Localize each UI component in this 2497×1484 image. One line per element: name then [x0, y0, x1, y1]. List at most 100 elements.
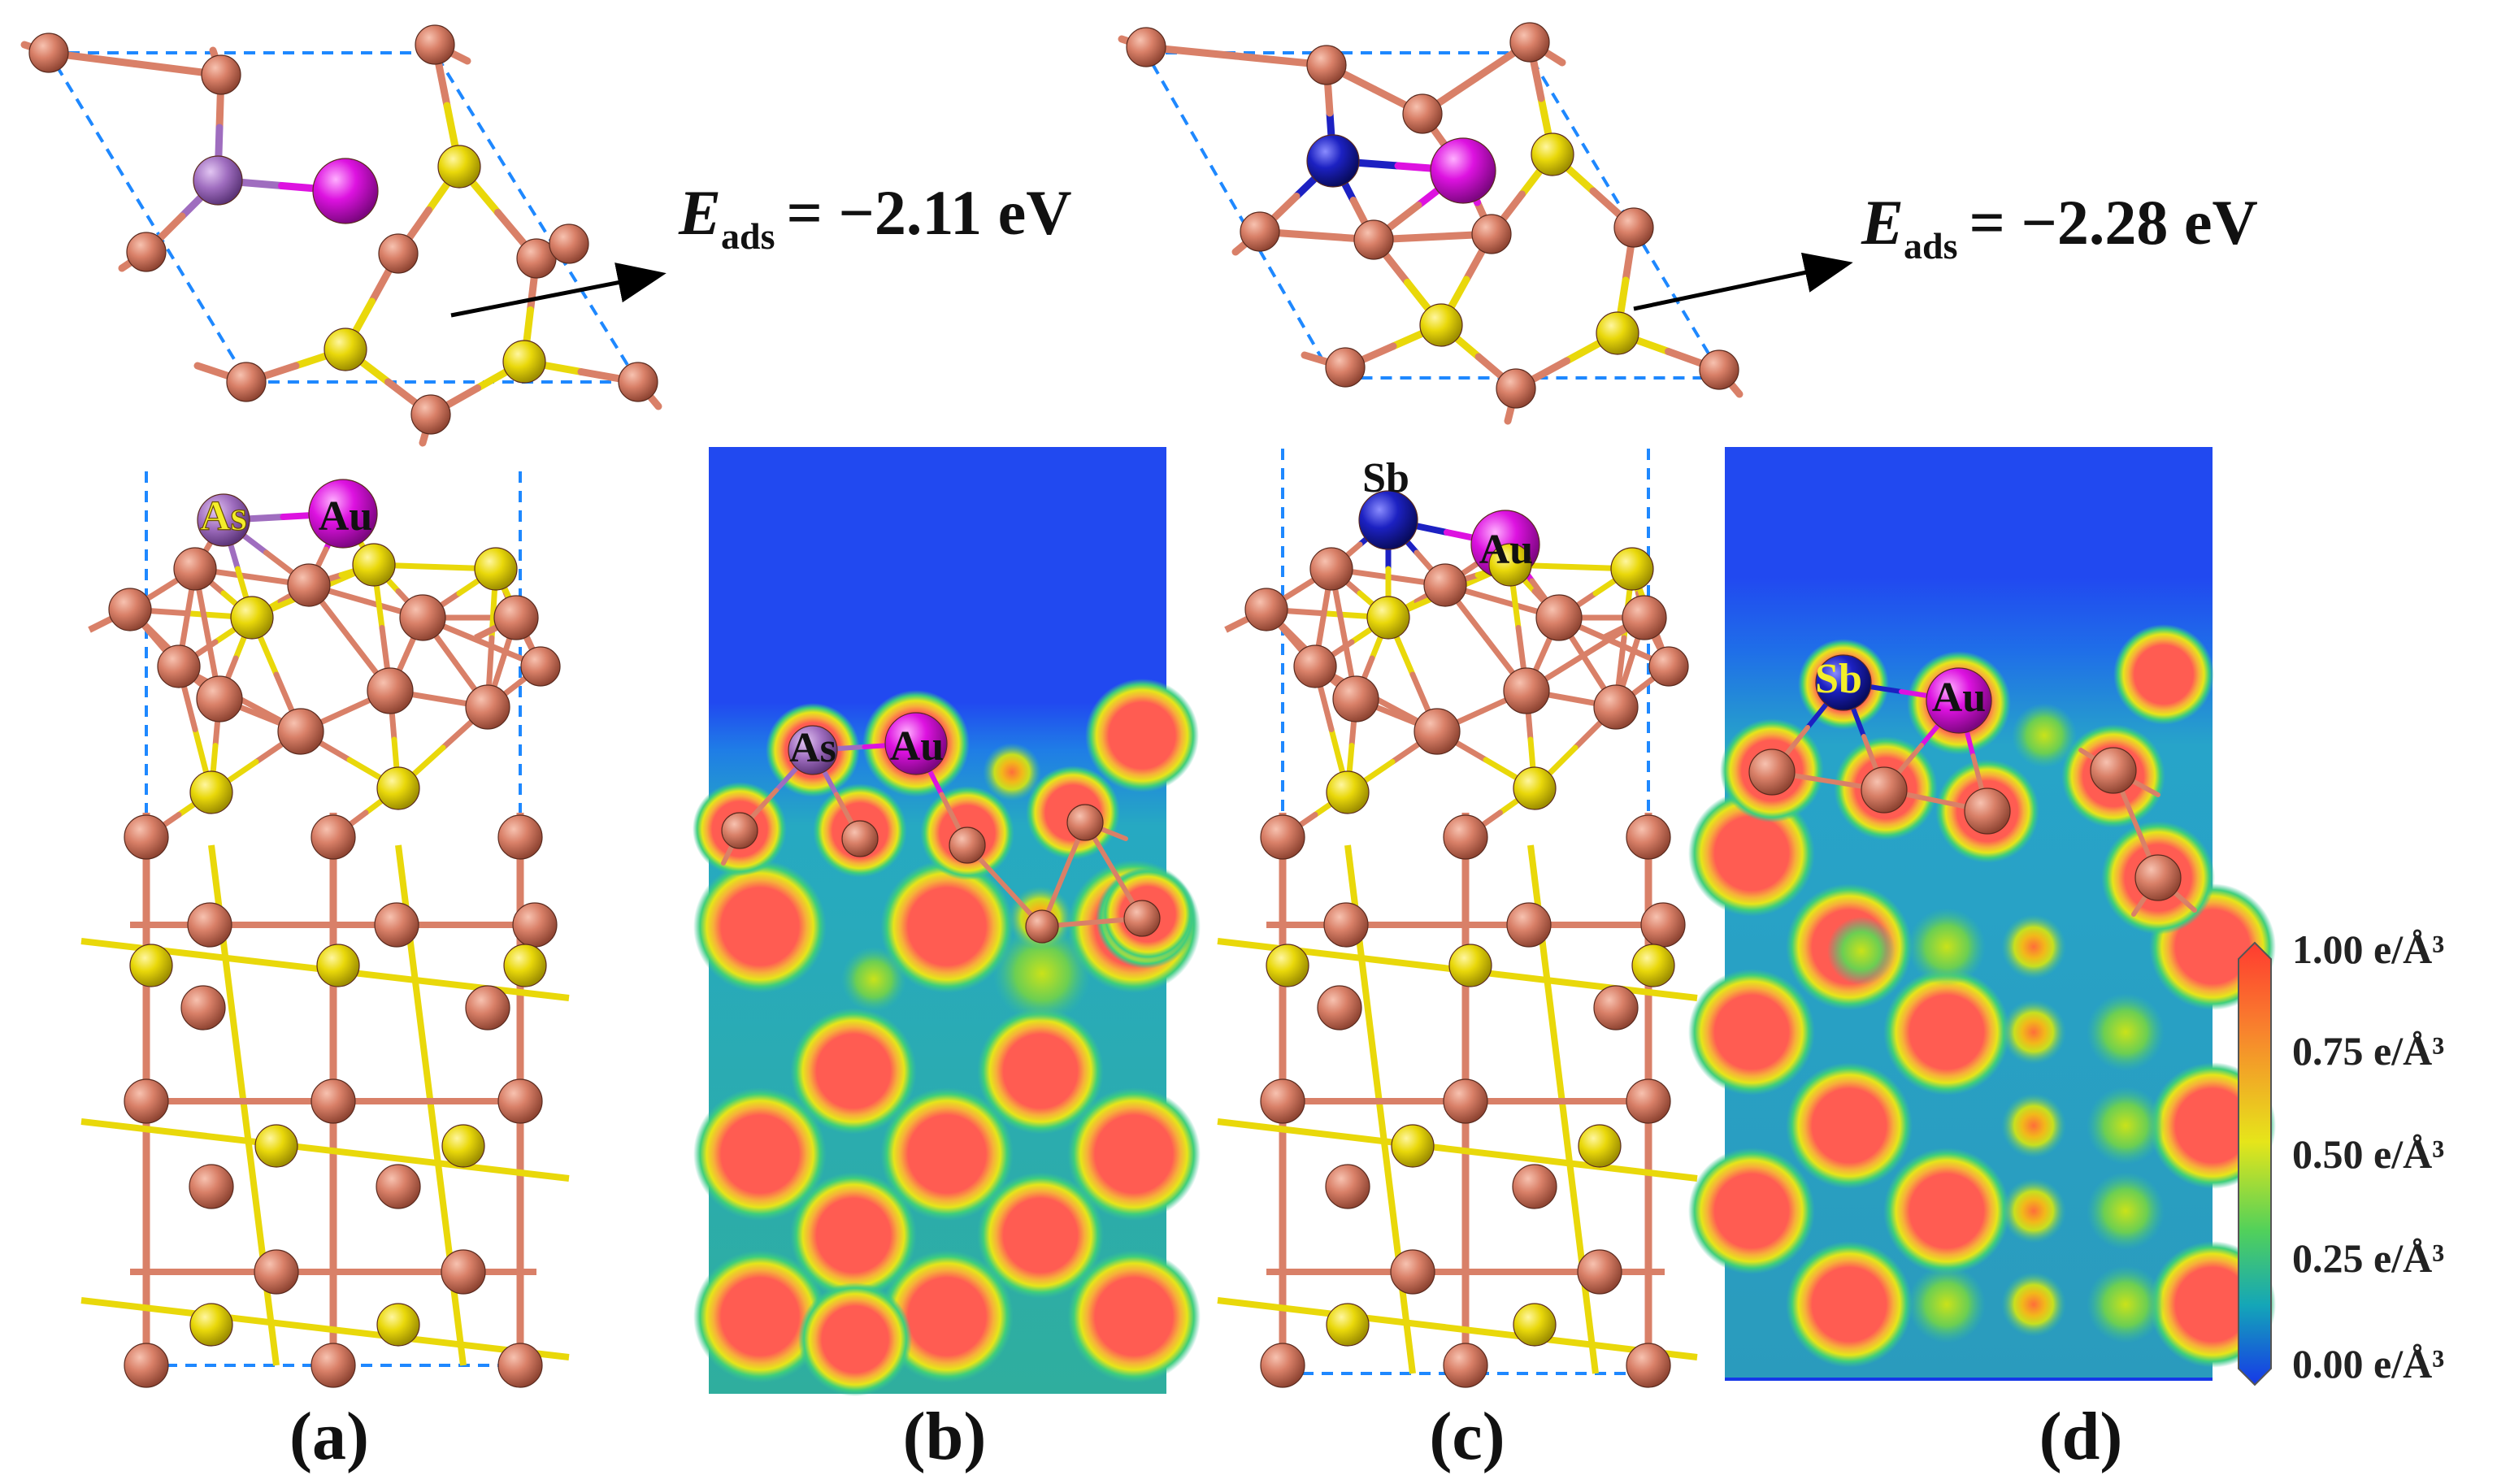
au-atom: [884, 712, 948, 775]
density-blob: [993, 925, 1091, 1022]
cu-atom: [196, 675, 243, 722]
cu-atom: [497, 1078, 543, 1124]
cu-atom: [1066, 804, 1104, 841]
s-atom: [1610, 547, 1654, 591]
cu-atom: [201, 54, 241, 95]
cu-atom: [1640, 902, 1686, 948]
sb-atom: [1306, 134, 1360, 188]
cu-atom: [1512, 1164, 1557, 1209]
cu-atom: [226, 362, 267, 402]
s-atom: [1488, 543, 1532, 587]
cu-atom: [2134, 854, 2182, 901]
density-blob: [977, 1172, 1104, 1299]
cu-atom: [1471, 214, 1512, 254]
cu-atom: [841, 820, 879, 857]
charge-density-map-as-au: [693, 447, 1201, 1396]
density-blob: [2001, 1178, 2066, 1243]
panel-label-c: (c): [1429, 1399, 1505, 1474]
cu-atom: [1496, 368, 1536, 409]
cu-atom: [465, 985, 510, 1031]
cu-atom: [497, 1343, 543, 1388]
density-blob: [2087, 1265, 2165, 1343]
cu-atom: [254, 1249, 299, 1295]
charge-density-map-sb-au: [1688, 447, 2276, 1381]
cu-atom: [618, 362, 658, 402]
cu-atom: [1626, 814, 1671, 860]
panel-label-b: (b): [903, 1399, 987, 1474]
s-atom: [1448, 944, 1492, 987]
s-atom: [352, 543, 396, 587]
density-blob: [2001, 1093, 2066, 1158]
sb-atom: [1815, 654, 1872, 711]
cu-atom: [1353, 219, 1394, 260]
as-atom: [193, 155, 243, 206]
cu-atom: [1317, 985, 1362, 1031]
cu-atom: [187, 902, 232, 948]
cu-atom: [1390, 1249, 1435, 1295]
slab-atoms: [1244, 490, 1689, 1388]
cu-atom: [497, 814, 543, 860]
cu-atom: [1293, 644, 1337, 688]
colorbar-tick-025: 0.25 e/Å³: [2292, 1235, 2444, 1281]
cu-atom: [1244, 588, 1288, 631]
cu-atom: [1861, 766, 1908, 814]
s-atom: [1513, 766, 1557, 810]
au-atom: [1926, 667, 1992, 734]
cu-atom: [1423, 563, 1467, 607]
s-atom: [1596, 311, 1639, 355]
svg-text:Eads= −2.28 eV: Eads= −2.28 eV: [1861, 187, 2258, 267]
s-atom: [441, 1124, 485, 1168]
s-atom: [474, 547, 518, 591]
as-atom: [788, 725, 838, 775]
au-atom: [1430, 137, 1496, 204]
cu-atom: [1506, 902, 1552, 948]
cu-atom: [374, 902, 419, 948]
cu-atom: [1593, 684, 1639, 730]
top-view-as-au: [20, 24, 662, 447]
svg-text:Eads= −2.11 eV: Eads= −2.11 eV: [678, 177, 1072, 257]
panel-label-a: (a): [289, 1399, 369, 1474]
cu-atom: [949, 827, 986, 864]
cu-atom: [180, 985, 226, 1031]
cu-atom: [410, 394, 451, 435]
au-atom: [312, 158, 379, 224]
cu-atom: [367, 667, 414, 714]
density-blob: [977, 1008, 1104, 1135]
cu-atom: [124, 1078, 169, 1124]
cu-atom: [1260, 1078, 1305, 1124]
cu-atom: [378, 233, 419, 274]
cu-atom: [512, 902, 558, 948]
density-blob: [1908, 908, 1986, 986]
s-atom: [1326, 770, 1370, 814]
top-view-sb-au: [1118, 22, 1744, 425]
label-sb-map-d: Sb: [1815, 656, 1862, 702]
cu-atom: [1306, 45, 1347, 85]
label-as-map-b: As: [789, 725, 836, 771]
density-blob: [798, 1282, 912, 1396]
atom-labels: As Au As Au Sb Au Sb Au: [200, 455, 1987, 771]
cu-atom: [1025, 909, 1059, 944]
density-blob: [880, 1087, 1014, 1221]
lattice-bond: [80, 1118, 570, 1182]
au-atom: [308, 479, 378, 549]
s-atom: [1366, 596, 1410, 640]
colorbar: 1.00 e/Å³ 0.75 e/Å³ 0.50 e/Å³ 0.25 e/Å³ …: [2238, 926, 2444, 1386]
density-blob: [2001, 1000, 2066, 1065]
density-blob: [1688, 790, 1815, 917]
unit-cell-boundary: [46, 51, 641, 384]
cu-atom: [1577, 1249, 1622, 1295]
density-blob: [1067, 1087, 1201, 1221]
cu-atom: [1748, 749, 1796, 796]
slab-bonds: [80, 510, 570, 1366]
cu-atom: [520, 646, 561, 687]
s-atom: [254, 1124, 298, 1168]
density-blob: [880, 1250, 1014, 1383]
cu-atom: [173, 547, 217, 591]
adsorption-energy-right: Eads= −2.28 eV: [1633, 187, 2258, 311]
density-blob: [1883, 969, 2010, 1096]
cu-atom: [1332, 675, 1379, 722]
density-blob: [1786, 1062, 1913, 1189]
cu-atom: [1622, 595, 1667, 640]
panel-label-d: (d): [2039, 1399, 2123, 1474]
lattice-bond: [80, 1297, 570, 1360]
